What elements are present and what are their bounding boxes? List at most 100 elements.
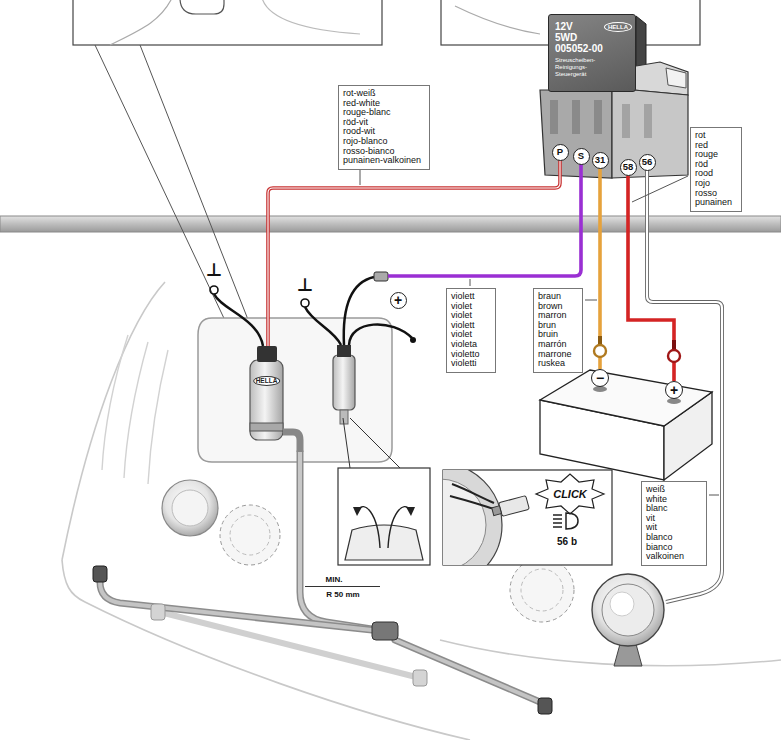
crimp bbox=[672, 340, 676, 349]
control-unit-slot bbox=[644, 104, 652, 138]
dimension-text: MIN. bbox=[326, 575, 343, 584]
hose bbox=[395, 640, 540, 702]
crimp bbox=[598, 336, 602, 345]
callout-line bbox=[343, 418, 350, 468]
windshield bbox=[345, 525, 423, 560]
wire-color-name: violett violet violet violett violet vio… bbox=[451, 292, 491, 369]
headlamp-reflector bbox=[610, 592, 634, 616]
bulkhead-band bbox=[0, 216, 781, 232]
lamp-plug bbox=[499, 496, 530, 517]
vehicle-outline bbox=[62, 282, 165, 560]
grille-line bbox=[124, 342, 148, 478]
wire-color-label: rot red rouge röd rood rojo rosso punain… bbox=[690, 127, 742, 212]
detail-frame bbox=[338, 468, 430, 565]
wire-color-label: violett violet violet violett violet vio… bbox=[446, 288, 496, 373]
wire-color-label: braun brown marron brun bruin marrón mar… bbox=[533, 288, 583, 373]
headlamp-lens bbox=[172, 490, 208, 526]
hose bbox=[100, 582, 372, 630]
battery-terminal: − bbox=[591, 369, 609, 387]
ground-wire bbox=[214, 294, 263, 346]
detail-sketch bbox=[262, 0, 360, 34]
headlamp-lens bbox=[602, 584, 654, 636]
ring-terminal bbox=[594, 345, 606, 357]
hose bbox=[100, 582, 372, 630]
leader-line bbox=[709, 495, 719, 496]
control-unit-base bbox=[612, 88, 688, 178]
terminal-pin: 56 bbox=[639, 154, 656, 171]
unit-type-number: 12V 5WD 005052-00 bbox=[555, 21, 607, 54]
washer-pump bbox=[333, 355, 355, 410]
detail-sketch bbox=[110, 0, 172, 45]
control-unit-slot bbox=[572, 100, 580, 134]
control-unit-latch bbox=[666, 68, 686, 88]
wire bbox=[628, 176, 674, 382]
control-unit-slot bbox=[594, 100, 602, 134]
terminal-number: 31 bbox=[595, 155, 606, 165]
nozzle bbox=[93, 566, 107, 582]
headlamp-lens bbox=[230, 515, 270, 555]
polarity-sign: + bbox=[670, 383, 678, 397]
headlamp bbox=[162, 480, 218, 536]
detail-sketch bbox=[455, 6, 540, 34]
plus-terminal: + bbox=[390, 292, 407, 309]
headlamp-lens bbox=[521, 569, 563, 611]
spray-arrow bbox=[353, 507, 362, 516]
washer-tank bbox=[198, 318, 392, 462]
lamp-bracket bbox=[614, 644, 642, 666]
headlamp-icon bbox=[566, 513, 578, 529]
washer-pump bbox=[250, 360, 283, 440]
polarity-sign: − bbox=[596, 371, 604, 385]
terminal-pin: P bbox=[552, 144, 569, 161]
terminal-number: S bbox=[578, 151, 584, 161]
nozzle bbox=[151, 604, 165, 620]
wire-end bbox=[410, 337, 416, 343]
wire-red-white bbox=[268, 152, 560, 346]
hose bbox=[395, 640, 540, 702]
brand-logo: HELLA bbox=[253, 376, 281, 386]
terminal-pin: 31 bbox=[592, 152, 609, 169]
grille-line bbox=[148, 350, 168, 484]
lamp-wire bbox=[452, 484, 494, 503]
ring-terminal bbox=[668, 350, 680, 362]
lamp-housing bbox=[443, 479, 486, 565]
grille-line bbox=[102, 335, 128, 470]
leader-line bbox=[585, 300, 597, 301]
pump-wire bbox=[344, 277, 374, 345]
pump-connector bbox=[337, 345, 351, 357]
spray-arrow bbox=[406, 507, 415, 516]
lamp-terminal-label: 56 b bbox=[557, 536, 577, 547]
headlamp bbox=[220, 505, 280, 565]
dimension-text: R 50 mm bbox=[326, 590, 359, 599]
dimension-line bbox=[305, 586, 380, 587]
battery-terminal: + bbox=[665, 381, 683, 399]
click-burst bbox=[536, 474, 604, 514]
control-unit-slot bbox=[550, 100, 558, 134]
washer-pump bbox=[250, 423, 283, 431]
wire-color-name: rot red rouge röd rood rojo rosso punain… bbox=[695, 131, 737, 208]
vehicle-outline bbox=[62, 560, 470, 740]
unit-description: Streuscheiben- Reinigungs- Steuergerät bbox=[555, 57, 611, 78]
wire-violet bbox=[388, 156, 581, 276]
wire bbox=[598, 169, 602, 370]
control-unit-base bbox=[540, 90, 612, 178]
control-unit-slot bbox=[622, 104, 630, 138]
lamp-housing bbox=[443, 470, 502, 565]
ground-wire bbox=[305, 307, 341, 345]
wire-color-name: weiß white blanc vit wit blanco bianco v… bbox=[646, 485, 702, 562]
spray-jet bbox=[388, 507, 410, 548]
wire-color-label: weiß white blanc vit wit blanco bianco v… bbox=[641, 481, 707, 566]
wire-connector bbox=[374, 272, 388, 281]
spray-jet bbox=[358, 507, 380, 548]
leader-line bbox=[360, 170, 361, 185]
pump-wire bbox=[349, 324, 412, 345]
wire-color-label: rot-weiß red-white rouge-blanc röd-vit r… bbox=[338, 85, 430, 170]
wire-color-name: rot-weiß red-white rouge-blanc röd-vit r… bbox=[343, 89, 425, 166]
nozzle bbox=[538, 698, 552, 714]
pump-outlet bbox=[283, 432, 300, 452]
detail-sketch bbox=[180, 0, 224, 14]
terminal-number: P bbox=[557, 147, 563, 157]
detail-frame bbox=[73, 0, 382, 45]
ground-symbol: ⊥ bbox=[297, 276, 313, 294]
callout-line bbox=[350, 418, 400, 468]
brand-logo: HELLA bbox=[604, 22, 632, 32]
